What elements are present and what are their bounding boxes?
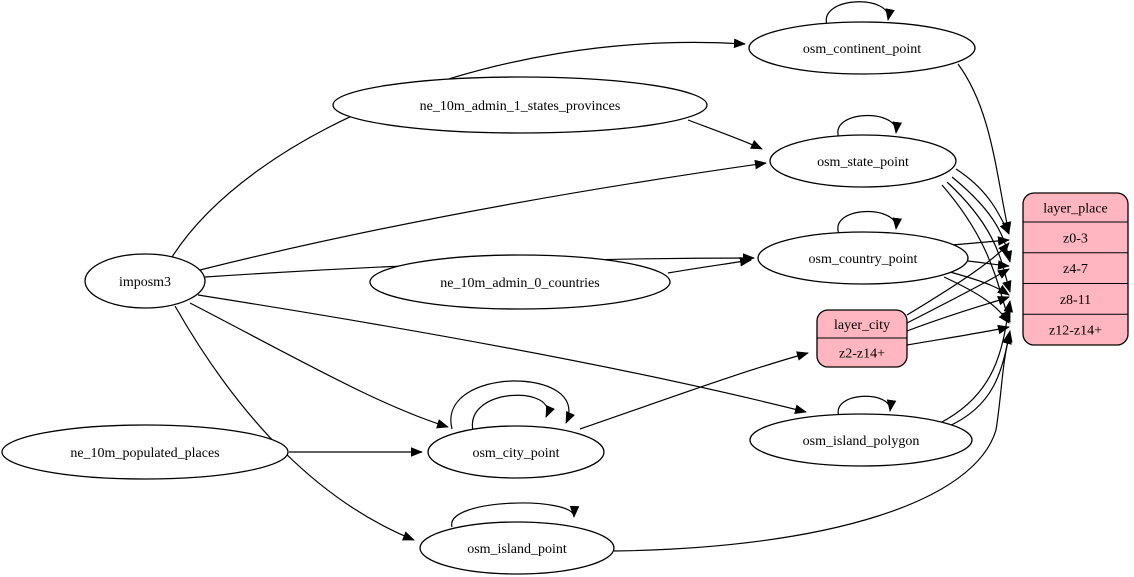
node-osm_continent_point: osm_continent_point (748, 21, 976, 75)
edge-ne_10m_admin_0_countries->osm_country_point (667, 257, 752, 274)
edge-osm_country_point->osm_country_point (837, 211, 903, 235)
node-label: osm_island_point (467, 542, 567, 557)
edge-osm_country_point->layer_place:z0-3 (951, 236, 1010, 246)
node-ne_10m_populated_places: ne_10m_populated_places (1, 424, 289, 480)
zoom-row-label: z4-7 (1063, 262, 1088, 277)
table-ellipse (427, 425, 605, 479)
edge-osm_city_point->osm_city_point#2 (472, 394, 555, 432)
node-label: osm_country_point (809, 252, 918, 267)
node-ne_10m_admin_0_countries: ne_10m_admin_0_countries (369, 254, 671, 310)
node-osm_city_point: osm_city_point (427, 425, 605, 479)
edge-imposm3->osm_city_point (189, 302, 449, 429)
node-label: ne_10m_populated_places (70, 446, 219, 461)
node-ne_10m_admin_1_states_provinces: ne_10m_admin_1_states_provinces (332, 76, 708, 134)
node-osm_country_point: osm_country_point (757, 231, 969, 285)
node-label: osm_continent_point (803, 42, 921, 57)
edge-osm_country_point->layer_place:z8-11 (949, 271, 1010, 296)
edge-ne_10m_admin_1_states_provinces->osm_state_point (687, 119, 763, 150)
zoom-row-label: z2-z14+ (839, 347, 885, 362)
node-layer_city: layer_city z2-z14+ (816, 309, 908, 368)
table-ellipse (748, 21, 976, 75)
node-osm_state_point: osm_state_point (769, 134, 957, 188)
edge-osm_country_point->layer_place:z4-7 (967, 260, 1010, 270)
edge-osm_island_point->osm_island_point (451, 502, 580, 528)
nodes-layer: imposm3 ne_10m_admin_1_states_provincesne… (1, 21, 1129, 575)
edge-osm_island_polygon->osm_island_polygon (837, 395, 897, 418)
edge-imposm3->osm_continent_point (171, 38, 746, 258)
edge-osm_state_point->layer_place:z4-7 (951, 176, 1013, 263)
table-ellipse (332, 76, 708, 134)
edge-osm_city_point->osm_city_point (450, 380, 575, 430)
table-ellipse (769, 134, 957, 188)
table-ellipse (757, 231, 969, 285)
node-label: osm_state_point (817, 155, 909, 170)
node-osm_island_polygon: osm_island_polygon (749, 413, 973, 467)
zoom-row-label: z12-z14+ (1049, 324, 1102, 339)
edge-imposm3->osm_island_polygon (197, 294, 807, 414)
edge-imposm3->osm_island_point (174, 305, 415, 541)
edge-osm_state_point->osm_state_point (837, 115, 903, 139)
table-ellipse (1, 424, 289, 480)
node-label: osm_city_point (472, 446, 559, 461)
layer-record-box (1022, 192, 1129, 346)
table-ellipse (84, 253, 206, 309)
edge-imposm3->osm_state_point (199, 159, 767, 271)
node-label: osm_island_polygon (803, 434, 920, 449)
table-ellipse (419, 521, 615, 575)
node-label: ne_10m_admin_1_states_provinces (420, 99, 621, 114)
edge-layer_city:z2-z14+->layer_place:z4-7 (906, 268, 1010, 324)
edge-osm_city_point->layer_city:z2-z14+ (579, 351, 809, 430)
table-ellipse (749, 413, 973, 467)
edge-layer_city:z2-z14+->layer_place:z12-z14+ (906, 324, 1010, 346)
node-imposm3: imposm3 (84, 253, 206, 309)
node-label: imposm3 (119, 275, 171, 290)
edge-osm_continent_point->osm_continent_point (825, 1, 895, 26)
edge-osm_continent_point->layer_place:z0-3 (957, 63, 1012, 234)
edge-osm_island_polygon->layer_place:z8-11 (939, 300, 1014, 424)
node-label: ne_10m_admin_0_countries (440, 276, 599, 291)
layer-title: layer_place (1043, 202, 1108, 217)
edge-layer_city:z2-z14+->layer_place:z0-3 (906, 242, 1010, 316)
edge-osm_island_point->layer_place:z12-z14+ (613, 332, 1012, 552)
layer-title: layer_city (834, 318, 890, 333)
zoom-row-label: z8-11 (1060, 293, 1091, 308)
node-layer_place: layer_place z0-3 z4-7 z8-11 z12-z14+ (1022, 192, 1129, 346)
zoom-row-label: z0-3 (1063, 231, 1088, 246)
edge-osm_state_point->layer_place:z8-11 (946, 181, 1012, 293)
table-ellipse (369, 254, 671, 310)
edge-osm_state_point->layer_place:z0-3 (955, 168, 1010, 235)
node-osm_island_point: osm_island_point (419, 521, 615, 575)
edge-layer_city:z2-z14+->layer_place:z8-11 (906, 296, 1010, 332)
